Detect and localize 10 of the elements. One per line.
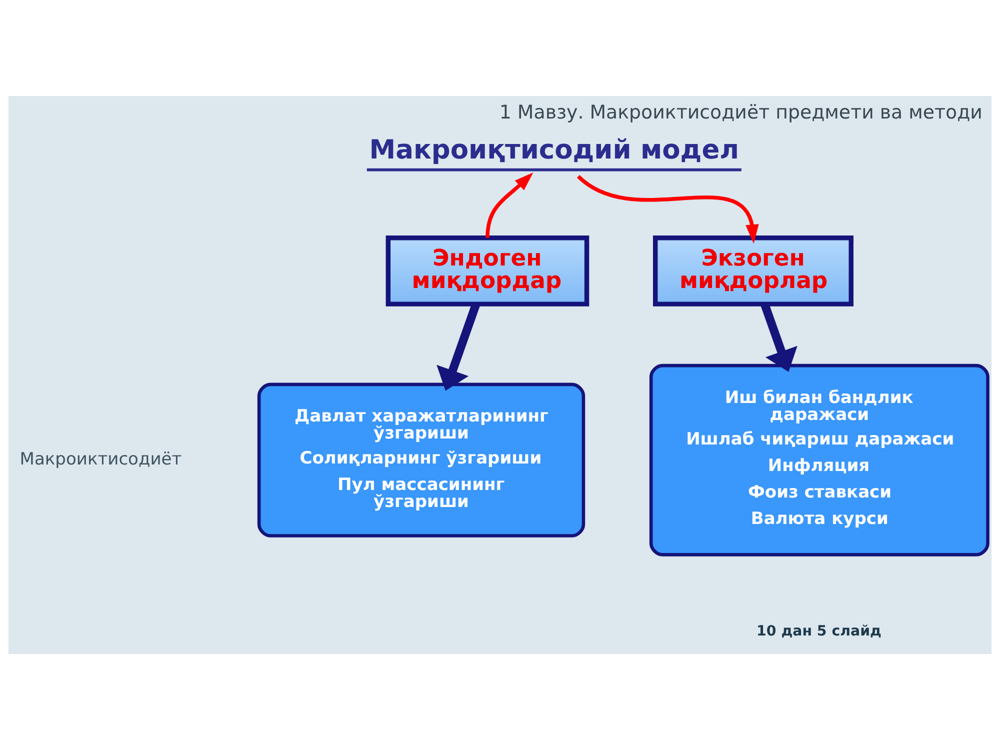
node-box: Давлат харажатларининг ўзгариши Солиқларнинг ўзгариши Пул массасининг ўзгариши [257, 382, 586, 538]
node-box: Иш билан бандлик даражаси Ишлаб чиқариш даражаси Инфляция Фоиз ставкаси Валюта курси [649, 364, 990, 556]
arrow [577, 174, 759, 244]
label: Макроиктисодиёт [20, 449, 182, 470]
diagram-title: 1 Мавзу. Макроиктисодиёт предмети ва методи [499, 102, 982, 124]
node-box: Эндоген миқдордар [386, 236, 590, 306]
label: 10 дан 5 слайд [756, 624, 882, 640]
node-box: Экзоген миқдорлар [652, 236, 854, 306]
arrow [486, 172, 534, 238]
node-text: Макроиқтисодий модел [369, 134, 740, 166]
